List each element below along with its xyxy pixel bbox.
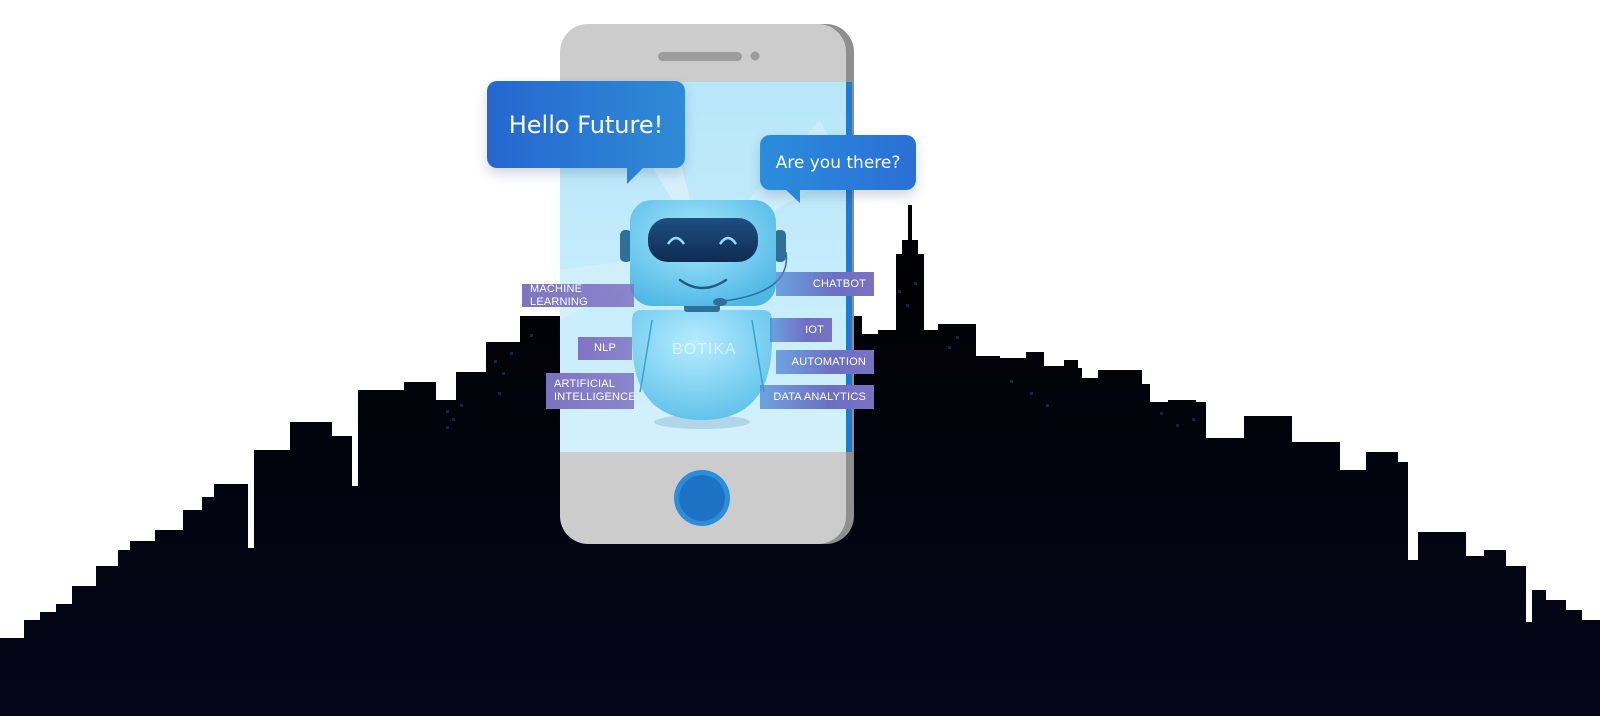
robot-visor: [648, 218, 758, 262]
tag-chatbot: CHATBOT: [776, 272, 874, 296]
tag-nlp: NLP: [578, 337, 632, 360]
robot-name: BOTIKA: [672, 341, 737, 358]
tag-automation: AUTOMATION: [776, 350, 874, 374]
speech-bubble-hello: Hello Future!: [487, 81, 685, 184]
tag-artificial-intelligence: ARTIFICIAL INTELLIGENCE: [546, 373, 636, 409]
robot-body: [632, 310, 772, 420]
tag-label: CHATBOT: [812, 277, 866, 290]
robot-eye-right: [718, 236, 738, 245]
question-text: Are you there?: [775, 152, 901, 173]
tag-label: NLP: [594, 342, 616, 354]
phone-camera: [750, 51, 760, 61]
robot-microphone: [713, 298, 727, 306]
speech-bubble-question: Are you there?: [760, 135, 916, 203]
robot-eye-left: [666, 236, 686, 245]
tag-label-line2: INTELLIGENCE: [554, 391, 636, 403]
tag-label: DATA ANALYTICS: [773, 390, 866, 403]
tag-iot: IOT: [770, 318, 832, 342]
phone-speaker: [658, 52, 742, 61]
tag-machine-learning: MACHINE LEARNING: [522, 282, 634, 308]
tag-data-analytics: DATA ANALYTICS: [760, 385, 874, 409]
tag-label-line1: ARTIFICIAL: [554, 378, 616, 390]
hello-text: Hello Future!: [508, 110, 664, 139]
tag-label: AUTOMATION: [791, 355, 866, 368]
robot-smile: [678, 278, 728, 290]
tag-label: IOT: [805, 323, 824, 336]
tag-label: MACHINE LEARNING: [530, 282, 588, 308]
